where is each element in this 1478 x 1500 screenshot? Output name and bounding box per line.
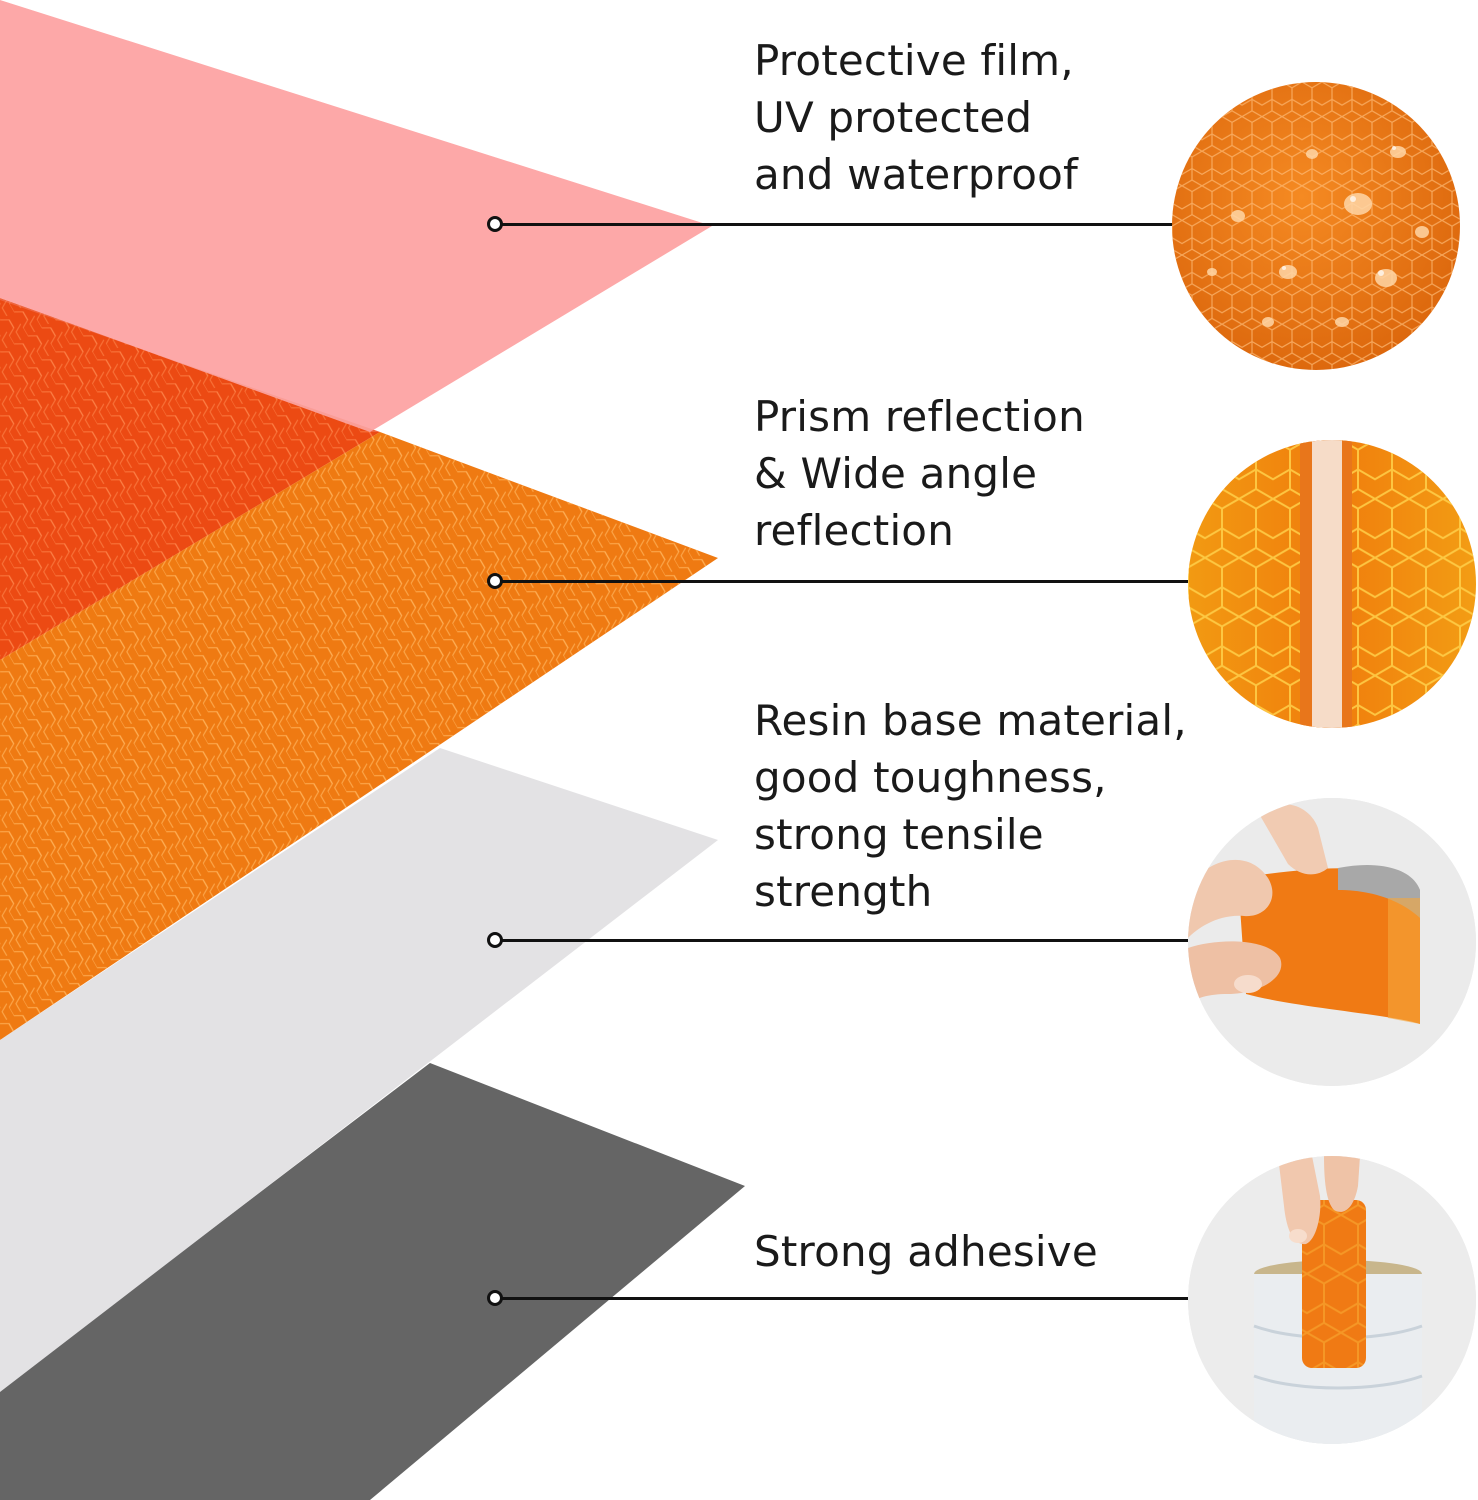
leader-dot-protective-film xyxy=(487,216,503,232)
leader-line-resin-base xyxy=(496,939,1190,942)
leader-dot-prism-reflection xyxy=(487,573,503,589)
label-line: good toughness, xyxy=(754,753,1107,802)
label-line: Protective film, xyxy=(754,36,1074,85)
resin-base-label: Resin base material, good toughness, str… xyxy=(754,692,1187,920)
label-line: strength xyxy=(754,867,933,916)
water-droplets-icon xyxy=(1172,82,1460,370)
strong-adhesive-label: Strong adhesive xyxy=(754,1223,1098,1280)
leader-dot-resin-base xyxy=(487,932,503,948)
label-line: Prism reflection xyxy=(754,392,1085,441)
label-line: & Wide angle xyxy=(754,449,1038,498)
label-line: reflection xyxy=(754,506,955,555)
adhesive-layer-sheet xyxy=(0,1063,745,1500)
strip-on-jar-icon xyxy=(1188,1156,1476,1444)
label-line: Strong adhesive xyxy=(754,1227,1098,1276)
label-line: and waterproof xyxy=(754,150,1079,199)
leader-line-strong-adhesive xyxy=(496,1297,1190,1300)
label-line: UV protected xyxy=(754,93,1033,142)
resin-base-layer-sheet xyxy=(0,748,718,1392)
protective-film-layer-sheet xyxy=(0,0,712,432)
protective-film-label: Protective film, UV protected and waterp… xyxy=(754,32,1078,203)
label-line: strong tensile xyxy=(754,810,1044,859)
hand-bending-strip-icon xyxy=(1188,798,1476,1086)
leader-line-protective-film xyxy=(496,223,1176,226)
honeycomb-prism-icon xyxy=(1188,440,1476,728)
leader-dot-strong-adhesive xyxy=(487,1290,503,1306)
prism-reflection-label: Prism reflection & Wide angle reflection xyxy=(754,388,1085,559)
label-line: Resin base material, xyxy=(754,696,1187,745)
leader-line-prism-reflection xyxy=(496,580,1190,583)
